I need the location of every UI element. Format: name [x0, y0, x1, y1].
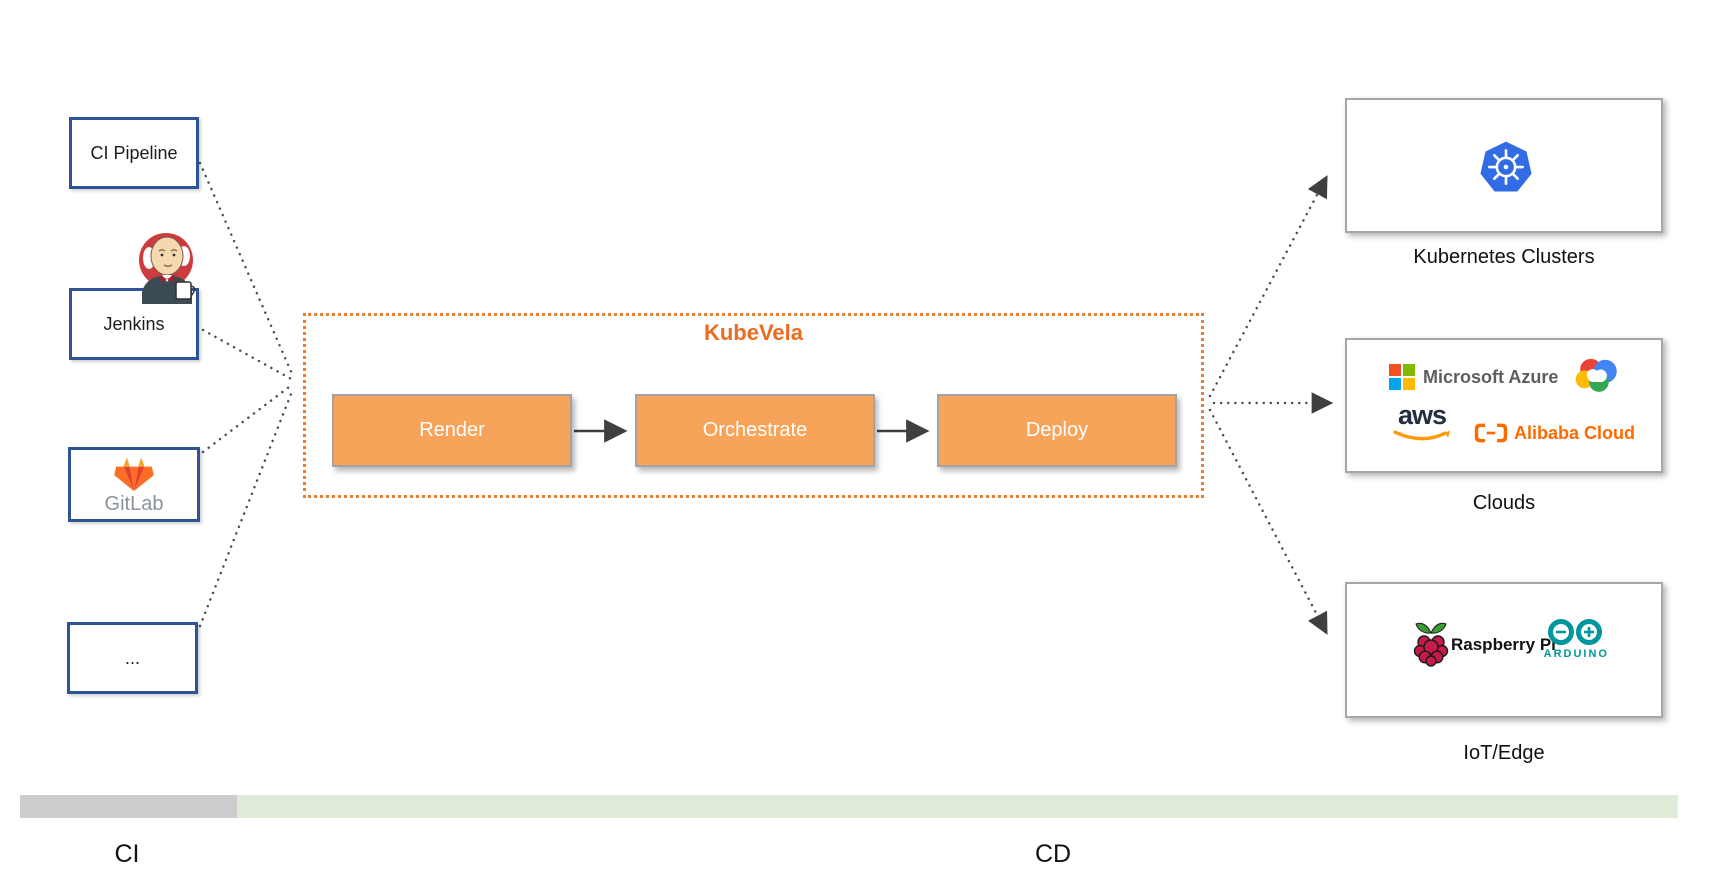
- edge-kubevela-iot: [1208, 408, 1328, 635]
- node-gitlab-label: GitLab: [104, 492, 164, 515]
- node-iot-edge: Raspberry Pi ARDUINO: [1345, 582, 1663, 718]
- node-ci-pipeline: CI Pipeline: [69, 117, 199, 189]
- microsoft-azure-icon: [1389, 364, 1415, 390]
- node-jenkins-label: Jenkins: [103, 313, 165, 334]
- edge-kubevela-kubernetes: [1208, 175, 1328, 398]
- ci-phase-label: CI: [114, 840, 140, 868]
- arduino-icon: [1548, 619, 1603, 645]
- edge-cipipeline-kubevela: [198, 161, 295, 378]
- edge-dots-kubevela: [198, 387, 295, 628]
- jenkins-mascot-icon: [139, 233, 196, 304]
- cd-phase-label: CD: [1034, 840, 1072, 868]
- ci-phase-bar: [20, 795, 237, 818]
- raspberry-pi-text: Raspberry Pi: [1451, 635, 1556, 654]
- kubernetes-icon: [1480, 141, 1532, 192]
- step-render: Render: [332, 394, 572, 467]
- google-cloud-icon: [1575, 358, 1617, 392]
- label-clouds: Clouds: [1472, 492, 1536, 514]
- raspberry-pi-logo: Raspberry Pi: [1413, 622, 1556, 668]
- step-orchestrate: Orchestrate: [635, 394, 875, 467]
- aws-text: aws: [1397, 400, 1447, 430]
- microsoft-azure-logo: Microsoft Azure: [1389, 364, 1558, 390]
- raspberry-pi-icon: [1413, 622, 1449, 667]
- arduino-logo: ARDUINO: [1544, 618, 1609, 660]
- kubevela-title: KubeVela: [703, 320, 804, 345]
- step-orchestrate-label: Orchestrate: [702, 419, 808, 441]
- label-iot-edge: IoT/Edge: [1463, 742, 1545, 764]
- alibaba-cloud-text: Alibaba Cloud: [1514, 422, 1635, 443]
- alibaba-cloud-icon: [1474, 423, 1508, 443]
- edge-gitlab-kubevela: [201, 382, 295, 454]
- step-deploy-label: Deploy: [1025, 419, 1089, 441]
- edge-jenkins-kubevela: [201, 328, 295, 382]
- aws-smile-icon: [1393, 430, 1451, 441]
- node-clouds: Microsoft Azure aws Alibaba Cloud: [1345, 338, 1663, 473]
- step-render-label: Render: [419, 419, 485, 441]
- gitlab-tanuki-icon: [114, 456, 154, 491]
- node-ci-pipeline-label: CI Pipeline: [90, 142, 178, 163]
- label-kubernetes-clusters: Kubernetes Clusters: [1413, 246, 1595, 268]
- alibaba-cloud-logo: Alibaba Cloud: [1474, 422, 1635, 444]
- node-gitlab: GitLab: [68, 447, 200, 522]
- step-deploy: Deploy: [937, 394, 1177, 467]
- aws-logo: aws: [1393, 402, 1451, 443]
- kubevela-container: [303, 313, 1204, 498]
- node-more-sources-label: ...: [124, 647, 140, 668]
- arduino-text: ARDUINO: [1543, 648, 1609, 660]
- cd-phase-bar: [237, 795, 1678, 818]
- node-more-sources: ...: [67, 622, 198, 694]
- microsoft-azure-text: Microsoft Azure: [1423, 366, 1559, 387]
- node-kubernetes-clusters: [1345, 98, 1663, 233]
